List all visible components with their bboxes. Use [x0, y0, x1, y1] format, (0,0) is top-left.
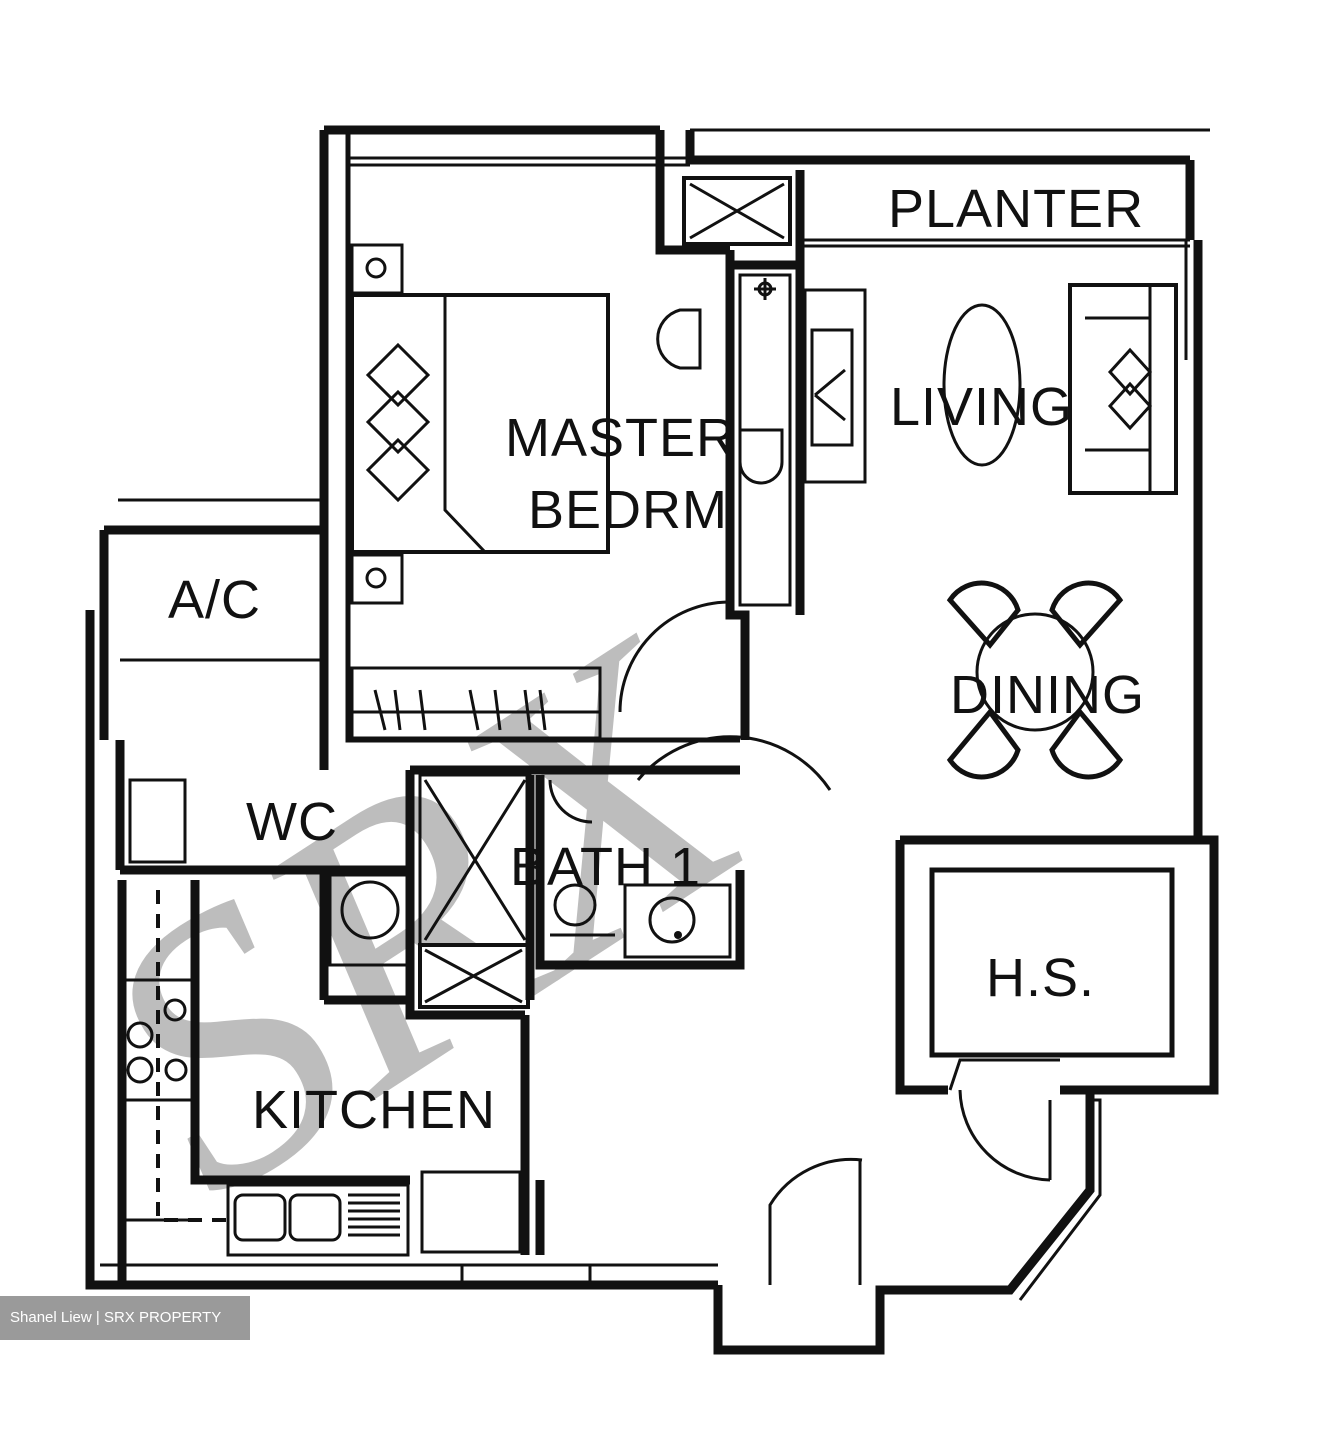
photo-credit-badge: Shanel Liew | SRX PROPERTY	[0, 1296, 250, 1340]
living-area	[803, 283, 1178, 495]
ensuite	[656, 170, 805, 740]
master-bedroom	[345, 130, 740, 743]
household-shelter-label: H.S.	[986, 948, 1095, 1008]
master-bedroom-label-line2: BEDRM	[528, 480, 728, 540]
dining-area	[946, 580, 1124, 780]
watermark: SRX	[29, 555, 821, 1274]
watermark-text: SRX	[29, 555, 821, 1274]
bath-label: BATH 1	[510, 837, 701, 897]
household-shelter	[895, 835, 1198, 1182]
outer-walls	[85, 125, 1219, 1355]
dining-label: DINING	[950, 665, 1145, 725]
master-bedroom-label-line1: MASTER	[505, 408, 736, 468]
kitchen-label: KITCHEN	[252, 1080, 496, 1140]
kitchen	[117, 880, 863, 1285]
planter-label: PLANTER	[888, 179, 1144, 239]
living-label: LIVING	[890, 377, 1073, 437]
ac-ledge-label: A/C	[168, 570, 261, 630]
wc-label: WC	[246, 792, 338, 852]
